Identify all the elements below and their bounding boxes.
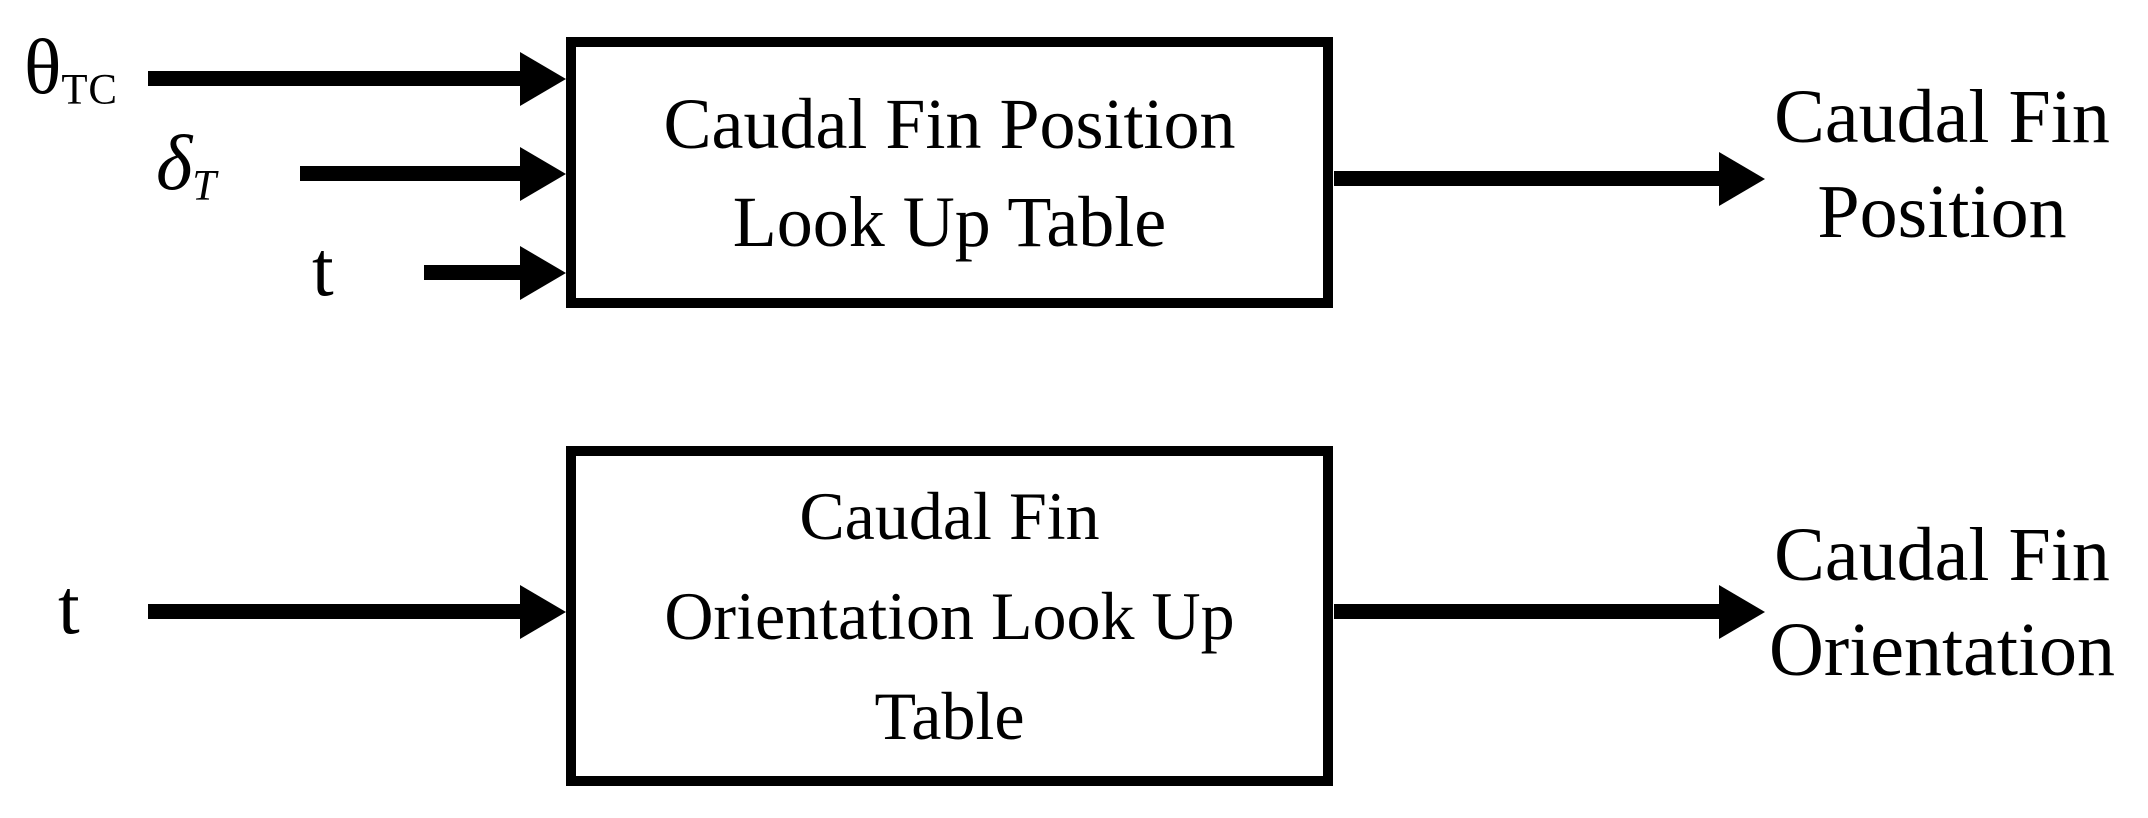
output-label-line: Orientation — [1768, 608, 2116, 692]
block-title-line: Orientation Look Up — [664, 578, 1235, 654]
output-label-line: Position — [1817, 170, 2067, 254]
theta-subscript: TC — [61, 66, 118, 114]
arrow-output-caudal-fin-orientation — [1334, 604, 1719, 619]
output-label-caudal-fin-orientation: Caudal Fin Orientation — [1742, 508, 2142, 698]
arrow-input-t-top — [424, 265, 520, 280]
input-label-t-bottom: t — [58, 566, 80, 648]
input-label-t-top: t — [312, 228, 334, 310]
delta-subscript: T — [192, 162, 217, 210]
block-title-line: Caudal Fin — [799, 478, 1100, 554]
t-symbol: t — [58, 563, 80, 650]
block-title-line: Caudal Fin Position — [663, 83, 1236, 164]
t-symbol: t — [312, 225, 334, 312]
arrow-input-theta-tc — [148, 71, 520, 86]
delta-symbol: δ — [156, 119, 193, 206]
input-label-theta-tc: θTC — [24, 23, 118, 112]
block-caudal-fin-position-lut: Caudal Fin Position Look Up Table — [566, 37, 1333, 308]
arrow-output-caudal-fin-position — [1334, 171, 1719, 186]
theta-symbol: θ — [24, 23, 62, 110]
arrow-input-delta-t — [300, 166, 520, 181]
arrow-input-t-bottom — [148, 604, 520, 619]
output-label-caudal-fin-position: Caudal Fin Position — [1742, 70, 2142, 260]
block-caudal-fin-orientation-lut: Caudal Fin Orientation Look Up Table — [566, 446, 1333, 786]
block-title-line: Table — [874, 678, 1025, 754]
block-title-line: Look Up Table — [732, 181, 1167, 262]
output-label-line: Caudal Fin — [1774, 75, 2110, 159]
input-label-delta-t: δT — [156, 119, 217, 208]
output-label-line: Caudal Fin — [1774, 513, 2110, 597]
